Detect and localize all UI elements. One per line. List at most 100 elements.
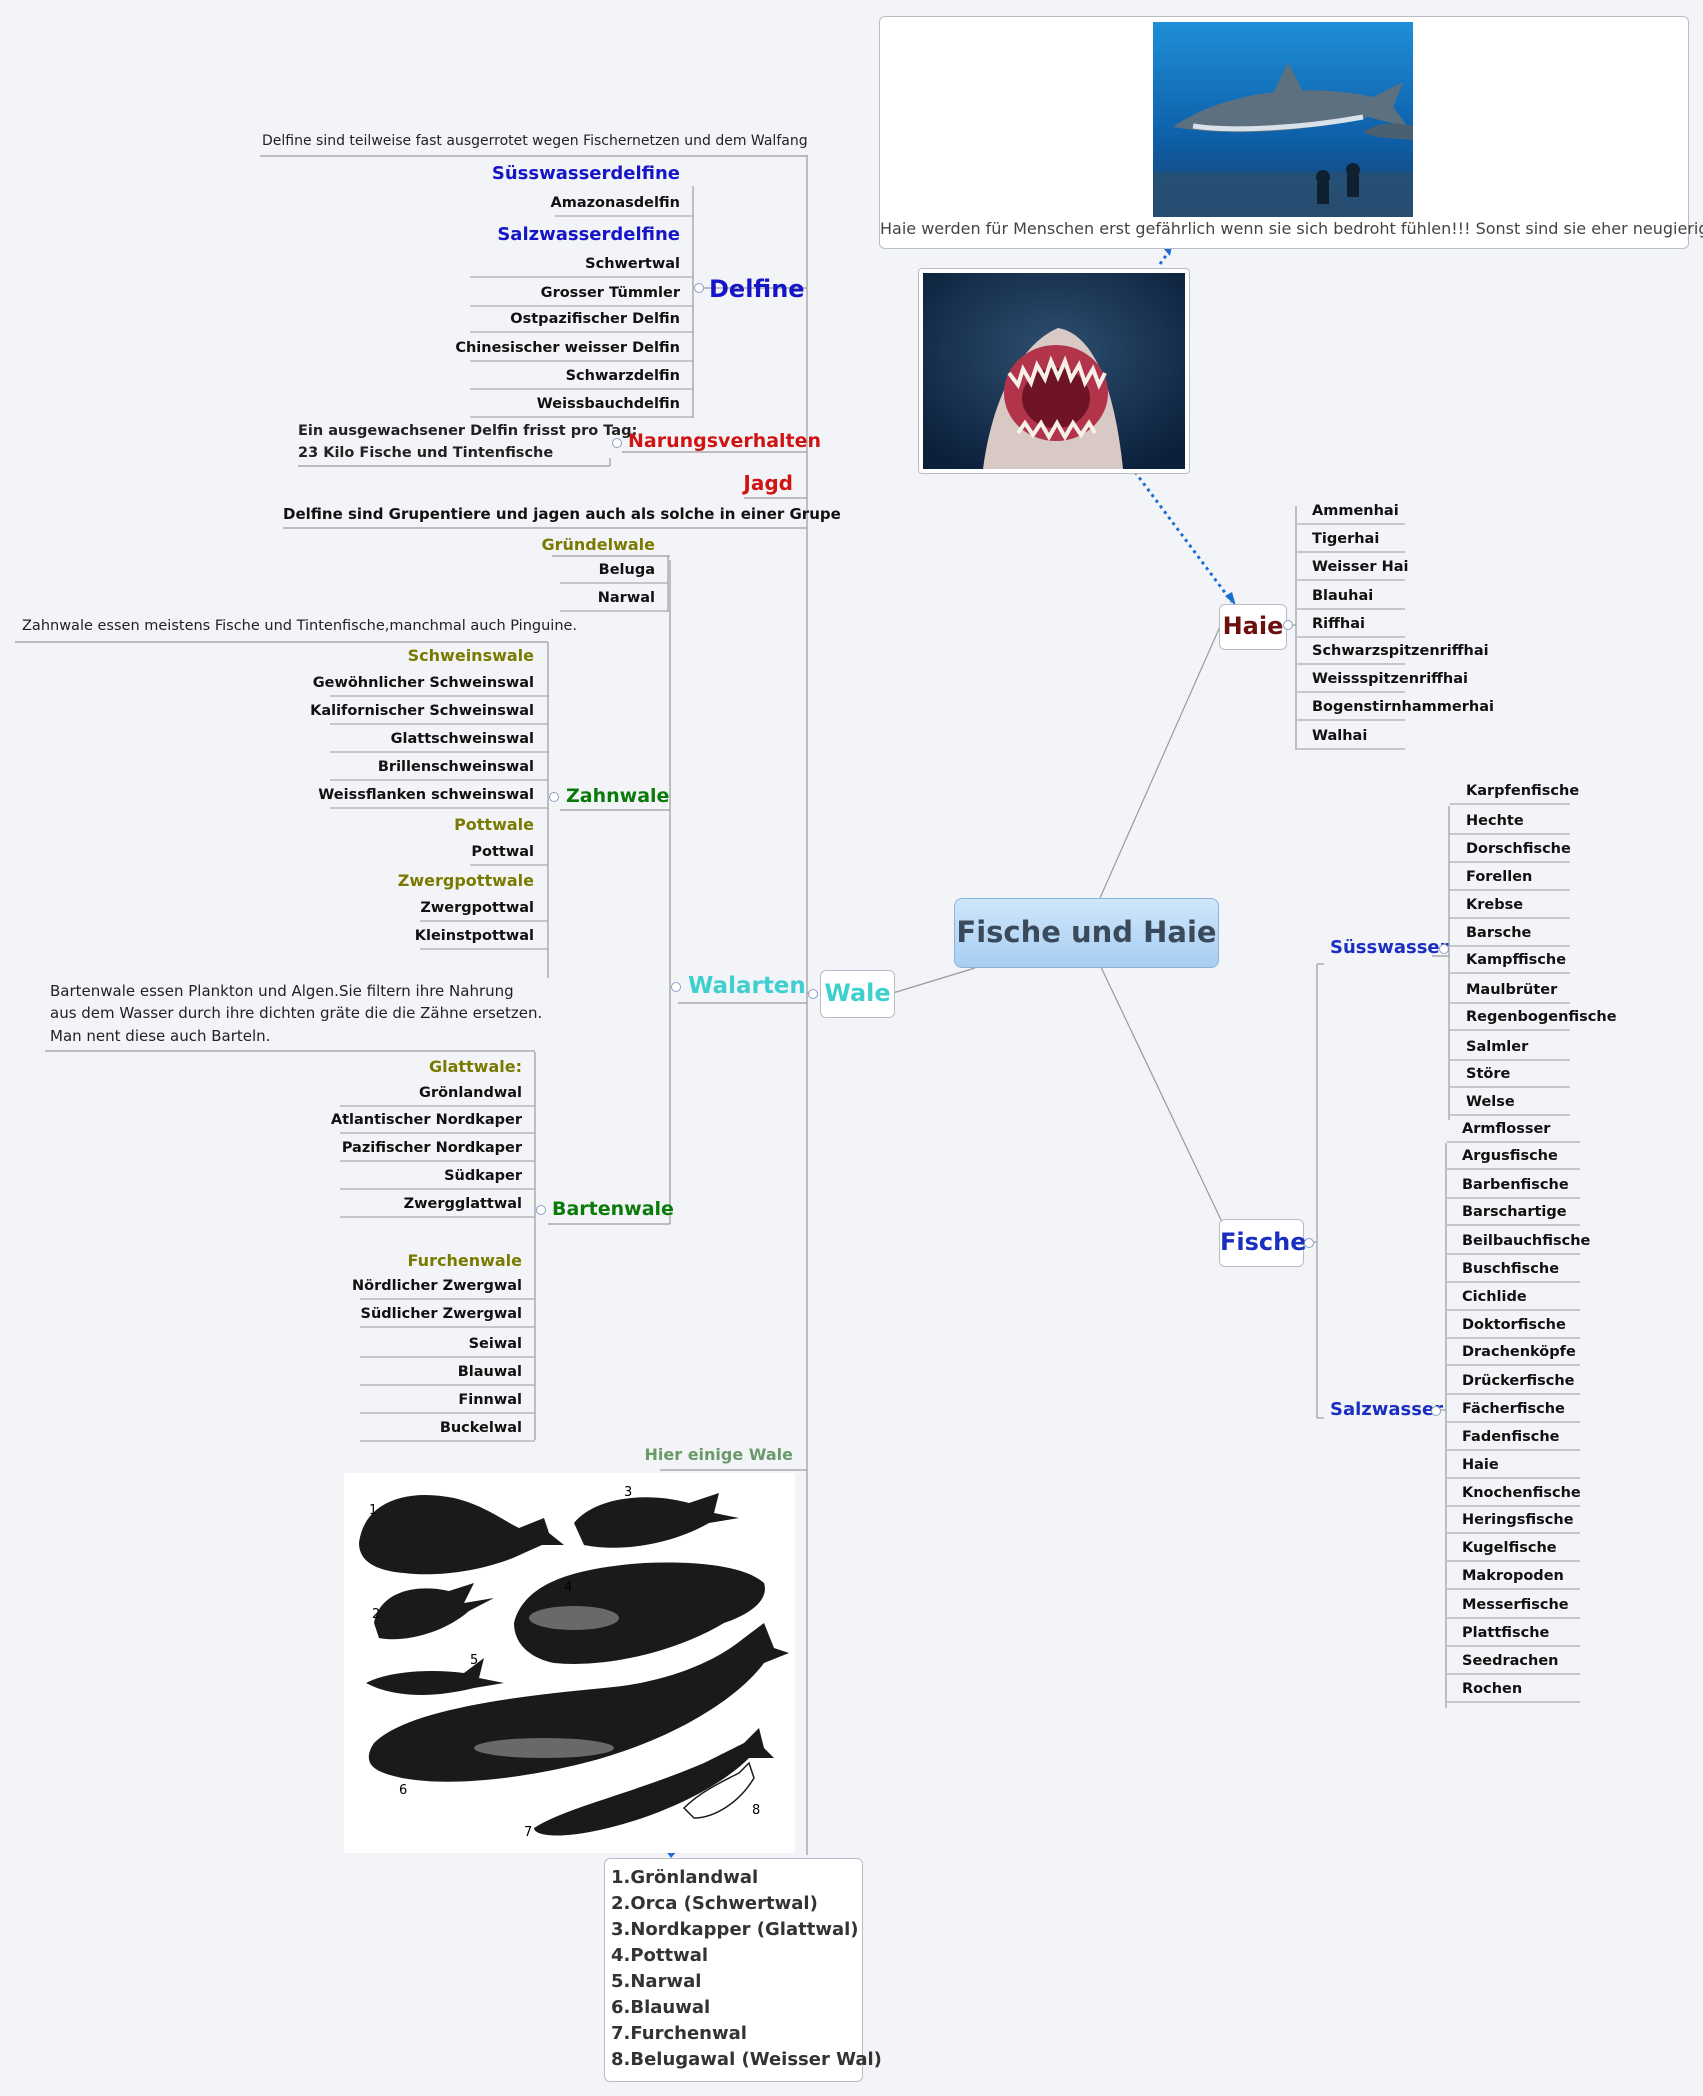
glattwal-leaf-item[interactable]: Südkaper	[444, 1168, 522, 1184]
suesswasser-collapse-toggle[interactable]	[1439, 944, 1449, 954]
salzwasser-leaf-item[interactable]: Fadenfische	[1462, 1429, 1560, 1445]
schweinswal-leaf-item[interactable]: Kalifornischer Schweinswal	[310, 703, 534, 719]
fische-topic[interactable]: Fische	[1219, 1219, 1307, 1267]
haie-leaf-item[interactable]: Tigerhai	[1312, 531, 1380, 547]
haie-leaf-item[interactable]: Riffhai	[1312, 616, 1365, 632]
haie-collapse-toggle[interactable]	[1283, 620, 1293, 630]
schweinswal-leaf-item[interactable]: Brillenschweinswal	[377, 759, 534, 775]
salzwasser-leaf-item[interactable]: Seedrachen	[1462, 1653, 1559, 1669]
furchenwal-leaf-item[interactable]: Südlicher Zwergwal	[360, 1306, 522, 1322]
salzwasserdelfin-leaf-item[interactable]: Weissbauchdelfin	[536, 396, 680, 412]
suesswasserdelfin-leaf-item[interactable]: Amazonasdelfin	[550, 195, 680, 211]
suesswasser-leaf-item[interactable]: Störe	[1466, 1066, 1511, 1082]
salzwasser-leaf-item[interactable]: Armflosser	[1462, 1121, 1551, 1137]
salzwasser-leaf-item[interactable]: Argusfische	[1462, 1148, 1558, 1164]
walarten-title[interactable]: Walarten	[688, 973, 806, 999]
pottwale-title[interactable]: Pottwale	[454, 815, 534, 834]
pottwal-leaf-item[interactable]: Pottwal	[471, 844, 534, 860]
haie-leaf-item[interactable]: Walhai	[1312, 728, 1368, 744]
salzwasser-leaf-item[interactable]: Heringsfische	[1462, 1512, 1574, 1528]
salzwasser-leaf-item[interactable]: Makropoden	[1462, 1568, 1564, 1584]
salzwasser-leaf-item[interactable]: Knochenfische	[1462, 1485, 1581, 1501]
suesswasser-leaf-item[interactable]: Maulbrüter	[1466, 982, 1558, 998]
salzwasser-leaf-item[interactable]: Beilbauchfische	[1462, 1233, 1591, 1249]
narungsverhalten-title[interactable]: Narungsverhalten	[628, 430, 822, 452]
furchenwale-title[interactable]: Furchenwale	[407, 1251, 522, 1270]
zwergpottwal-leaf-item[interactable]: Zwergpottwal	[420, 900, 534, 916]
fische-collapse-toggle[interactable]	[1304, 1238, 1314, 1248]
salzwasserdelfin-leaf-item[interactable]: Schwarzdelfin	[565, 368, 680, 384]
salzwasserdelfine-title[interactable]: Salzwasserdelfine	[497, 224, 680, 245]
salzwasserdelfin-leaf-item[interactable]: Grosser Tümmler	[540, 285, 680, 301]
suesswasser-leaf-item[interactable]: Regenbogenfische	[1466, 1009, 1617, 1025]
salzwasser-leaf-item[interactable]: Barbenfische	[1462, 1177, 1569, 1193]
salzwasser-leaf-item[interactable]: Messerfische	[1462, 1597, 1569, 1613]
jagd-title[interactable]: Jagd	[743, 471, 793, 495]
schweinswal-leaf-item[interactable]: Glattschweinswal	[390, 731, 534, 747]
furchenwal-leaf-item[interactable]: Seiwal	[468, 1336, 522, 1352]
delfine-title[interactable]: Delfine	[709, 275, 805, 303]
zahnwale-collapse-toggle[interactable]	[549, 792, 559, 802]
zwergpottwale-title[interactable]: Zwergpottwale	[397, 871, 534, 890]
zahnwale-title[interactable]: Zahnwale	[566, 785, 670, 807]
suesswasser-leaf-item[interactable]: Krebse	[1466, 897, 1524, 913]
suesswasser-leaf-item[interactable]: Kampffische	[1466, 952, 1567, 968]
haie-leaf-item[interactable]: Ammenhai	[1312, 503, 1399, 519]
hier-einige-wale-title[interactable]: Hier einige Wale	[644, 1445, 793, 1464]
salzwasser-leaf-item[interactable]: Barschartige	[1462, 1204, 1567, 1220]
haie-leaf-item[interactable]: Weisser Hai	[1312, 559, 1409, 575]
salzwasserdelfin-leaf-item[interactable]: Chinesischer weisser Delfin	[455, 340, 680, 356]
salzwasserdelfin-leaf-item[interactable]: Ostpazifischer Delfin	[510, 311, 680, 327]
suesswasser-leaf-item[interactable]: Hechte	[1466, 813, 1524, 829]
glattwale-title[interactable]: Glattwale:	[428, 1057, 522, 1076]
salzwasser-leaf-item[interactable]: Fächerfische	[1462, 1401, 1565, 1417]
salzwasserdelfin-leaf-item[interactable]: Schwertwal	[585, 256, 680, 272]
glattwal-leaf-item[interactable]: Atlantischer Nordkaper	[330, 1112, 522, 1128]
salzwasser-leaf-item[interactable]: Kugelfische	[1462, 1540, 1557, 1556]
salzwasser-title[interactable]: Salzwasser	[1330, 1399, 1444, 1420]
furchenwal-leaf-item[interactable]: Blauwal	[457, 1364, 522, 1380]
furchenwal-leaf-item[interactable]: Nördlicher Zwergwal	[352, 1278, 522, 1294]
zwergpottwal-leaf-item[interactable]: Kleinstpottwal	[414, 928, 534, 944]
suesswasser-leaf-item[interactable]: Barsche	[1466, 925, 1532, 941]
salzwasser-leaf-item[interactable]: Drückerfische	[1462, 1373, 1575, 1389]
salzwasser-collapse-toggle[interactable]	[1431, 1406, 1441, 1416]
glattwal-leaf-item[interactable]: Zwergglattwal	[403, 1196, 522, 1212]
glattwal-leaf-item[interactable]: Pazifischer Nordkaper	[341, 1140, 522, 1156]
salzwasser-leaf-item[interactable]: Cichlide	[1462, 1289, 1527, 1305]
glattwal-leaf-item[interactable]: Grönlandwal	[419, 1085, 522, 1101]
walarten-collapse-toggle[interactable]	[671, 982, 681, 992]
schweinswale-title[interactable]: Schweinswale	[407, 646, 534, 665]
gruendelwal-leaf-item[interactable]: Beluga	[598, 562, 655, 578]
suesswasserdelfine-title[interactable]: Süsswasserdelfine	[491, 163, 680, 184]
salzwasser-leaf-item[interactable]: Doktorfische	[1462, 1317, 1566, 1333]
schweinswal-leaf-item[interactable]: Weissflanken schweinswal	[318, 787, 534, 803]
furchenwal-leaf-item[interactable]: Finnwal	[458, 1392, 522, 1408]
gruendelwal-leaf-item[interactable]: Narwal	[597, 590, 655, 606]
narung-collapse-toggle[interactable]	[612, 438, 622, 448]
haie-topic[interactable]: Haie	[1219, 604, 1287, 650]
suesswasser-leaf-item[interactable]: Dorschfische	[1466, 841, 1571, 857]
haie-leaf-item[interactable]: Blauhai	[1312, 588, 1374, 604]
furchenwal-leaf-item[interactable]: Buckelwal	[439, 1420, 522, 1436]
salzwasser-leaf-item[interactable]: Drachenköpfe	[1462, 1344, 1576, 1360]
bartenwale-collapse-toggle[interactable]	[536, 1205, 546, 1215]
salzwasser-leaf-item[interactable]: Rochen	[1462, 1681, 1523, 1697]
salzwasser-leaf-item[interactable]: Plattfische	[1462, 1625, 1550, 1641]
suesswasser-leaf-item[interactable]: Forellen	[1466, 869, 1533, 885]
gruendelwale-title[interactable]: Gründelwale	[541, 535, 655, 554]
haie-leaf-item[interactable]: Schwarzspitzenriffhai	[1312, 643, 1489, 659]
delfine-collapse-toggle[interactable]	[694, 283, 704, 293]
suesswasser-leaf-item[interactable]: Karpfenfische	[1466, 783, 1580, 799]
suesswasser-leaf-item[interactable]: Welse	[1466, 1094, 1515, 1110]
wale-collapse-toggle[interactable]	[808, 989, 818, 999]
salzwasser-leaf-item[interactable]: Buschfische	[1462, 1261, 1560, 1277]
suesswasser-title[interactable]: Süsswasser	[1330, 937, 1449, 958]
haie-leaf-item[interactable]: Bogenstirnhammerhai	[1312, 699, 1494, 715]
bartenwale-title[interactable]: Bartenwale	[552, 1198, 674, 1220]
schweinswal-leaf-item[interactable]: Gewöhnlicher Schweinswal	[312, 675, 534, 691]
suesswasser-leaf-item[interactable]: Salmler	[1466, 1039, 1529, 1055]
haie-leaf-item[interactable]: Weissspitzenriffhai	[1312, 671, 1468, 687]
salzwasser-leaf-item[interactable]: Haie	[1462, 1457, 1499, 1473]
wale-topic[interactable]: Wale	[820, 970, 895, 1018]
